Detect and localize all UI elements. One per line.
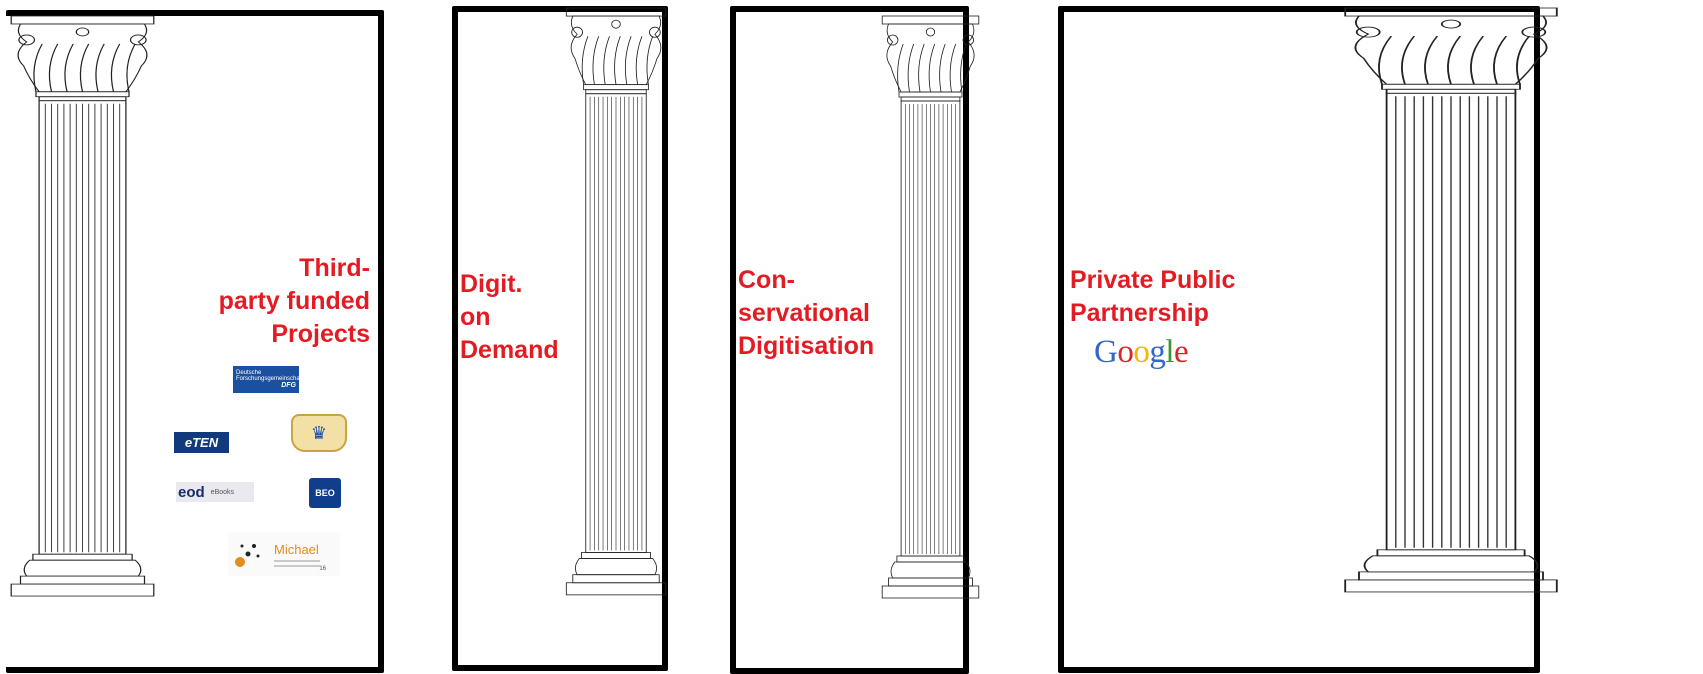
corinthian-column-4 [1336, 6, 1566, 608]
corinthian-column-3 [878, 14, 983, 614]
pillar-label-conservational-digitisation: Con- servational Digitisation [738, 264, 874, 363]
eten-logo: eTEN [174, 432, 229, 453]
pillar-label-private-public-partnership: Private Public Partnership [1070, 264, 1235, 330]
corinthian-column-1 [5, 14, 160, 612]
bavarian-crest-logo: ♛ [291, 414, 347, 452]
google-logo: Google [1094, 334, 1188, 371]
dfg-logo: Deutsche Forschungsgemeinschaft DFG [233, 366, 299, 393]
pillar-label-third-party-funded-projects: Third- party funded Projects [219, 252, 370, 351]
michael-logo: Michael 16 [228, 532, 340, 576]
beo-logo: BEO [309, 478, 341, 508]
corinthian-column-2 [562, 6, 670, 611]
pillar-label-digit-on-demand: Digit. on Demand [460, 268, 559, 367]
michael-dots-icon [234, 536, 270, 572]
